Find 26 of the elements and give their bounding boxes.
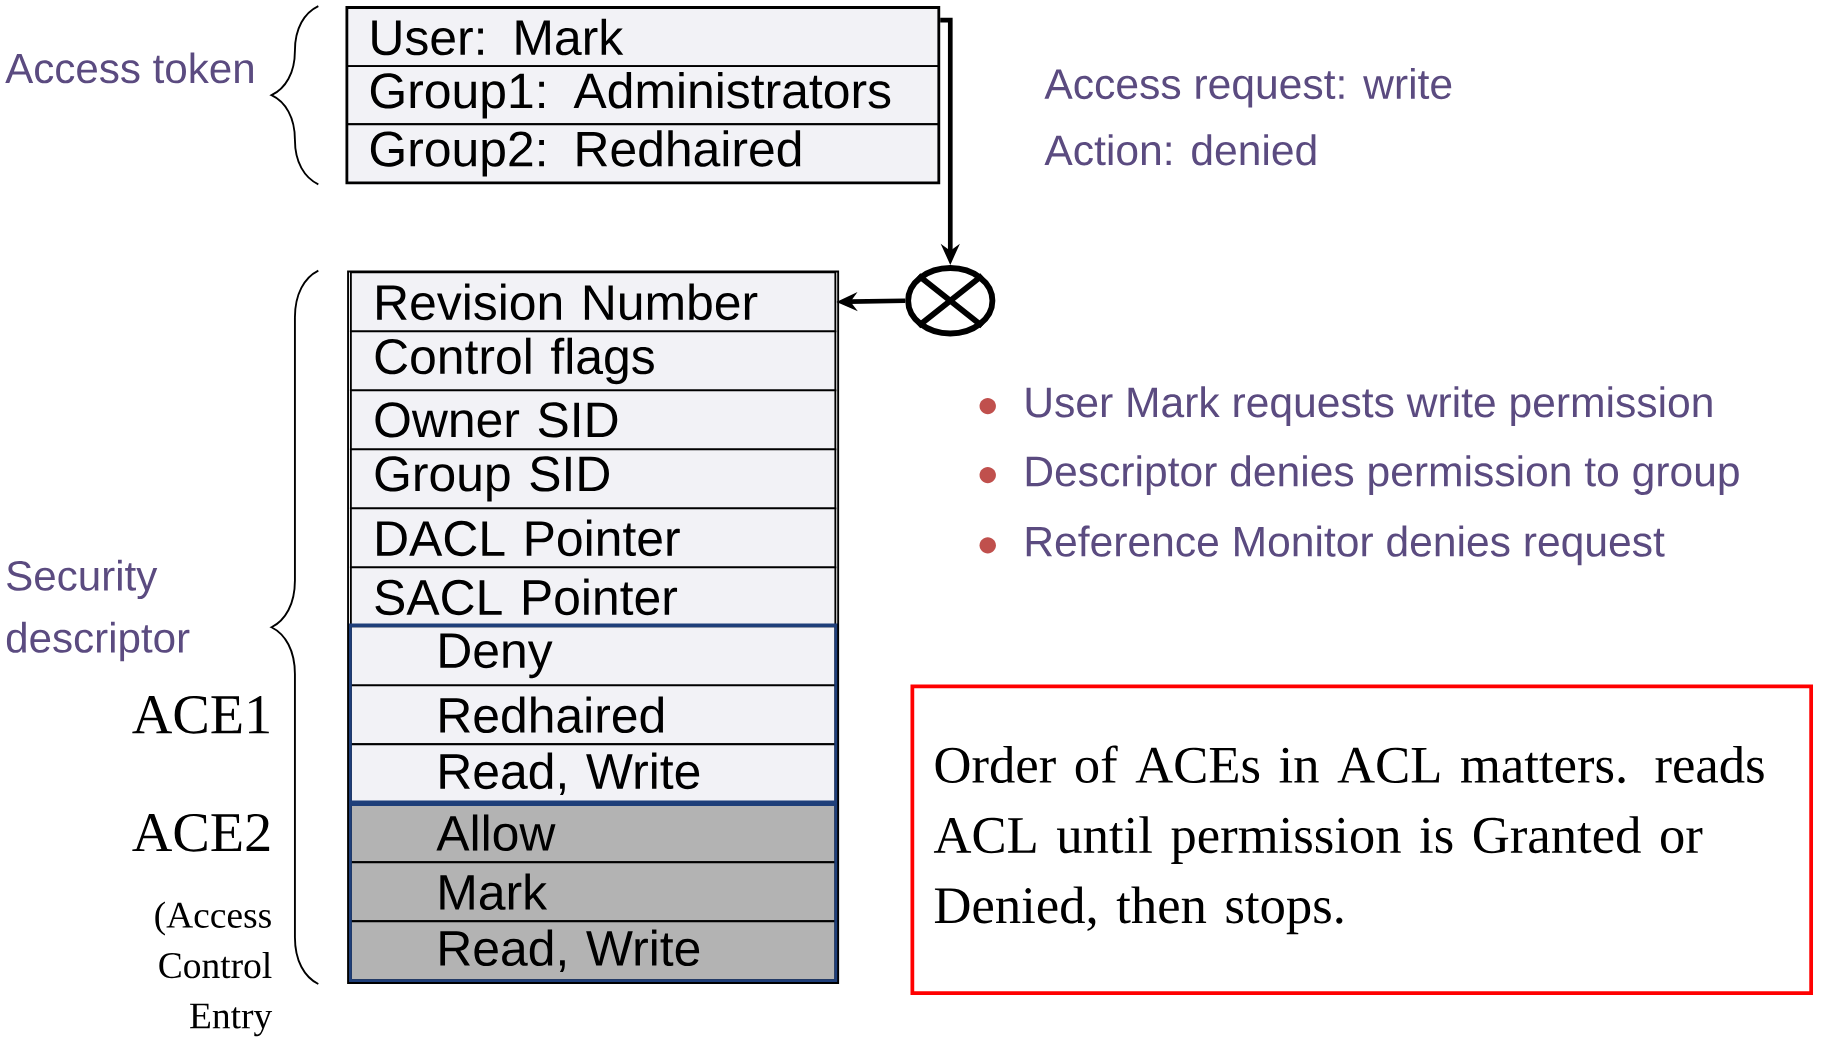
entry-label: ACE1 bbox=[132, 696, 269, 734]
table-row: Group SID bbox=[349, 448, 837, 510]
table-row: Read, Write bbox=[349, 920, 837, 982]
table-row: Group1: Administrators bbox=[346, 65, 940, 126]
table-row: Group2: Redhaired bbox=[346, 123, 940, 184]
request-text: Access request: write bbox=[1044, 67, 1452, 108]
bullet-text: User Mark requests write permission bbox=[1026, 386, 1712, 426]
table-row: Deny bbox=[349, 625, 837, 687]
entry-label: ACE2 bbox=[132, 813, 270, 852]
request-text: Action: denied bbox=[1044, 134, 1316, 166]
table-row: Mark bbox=[349, 861, 837, 923]
table-row: Revision Number bbox=[349, 271, 837, 333]
bullet-text: Reference Monitor denies request bbox=[1026, 525, 1665, 566]
note-box: Order of ACEs in ACL matters. reads ACL until permission is Granted or Denied, then stops. bbox=[910, 684, 1813, 996]
bullet-text: Descriptor denies permission to group bbox=[1026, 455, 1739, 496]
cross-circle-symbol bbox=[905, 265, 996, 337]
group-label: Security descriptor bbox=[6, 559, 190, 662]
table-row: User: Mark bbox=[346, 7, 940, 68]
table-row: DACL Pointer bbox=[349, 507, 837, 569]
table-row: Read, Write bbox=[349, 743, 837, 805]
group-label: Access token bbox=[5, 52, 253, 84]
table-row: Owner SID bbox=[349, 389, 837, 451]
table-row: SACL Pointer bbox=[349, 566, 837, 628]
entry-caption: (Access Control Entry bbox=[155, 901, 273, 1037]
table-row: Redhaired bbox=[349, 684, 837, 746]
table-row: Control flags bbox=[349, 330, 837, 392]
